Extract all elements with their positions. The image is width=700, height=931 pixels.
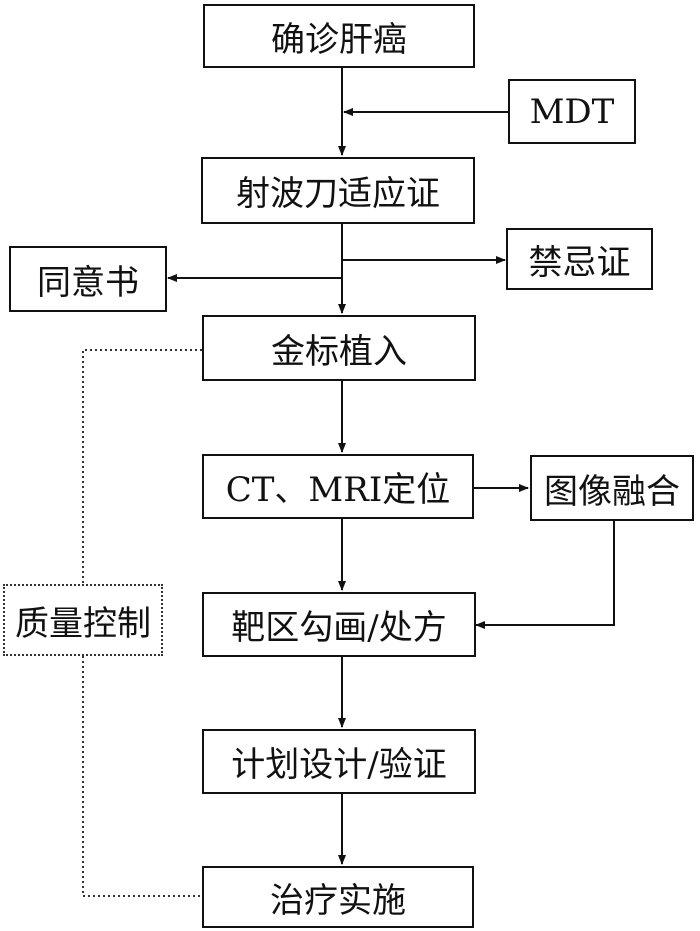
node-planning: 计划设计/验证 — [202, 729, 476, 794]
arrow-fusion-to-contouring — [475, 521, 615, 629]
node-localization: CT、MRI定位 — [202, 454, 474, 519]
node-fiducial: 金标植入 — [202, 315, 476, 381]
node-contouring: 靶区勾画/处方 — [202, 592, 476, 657]
node-fusion: 图像融合 — [530, 455, 694, 521]
dotted-link-qc-treatment — [82, 656, 202, 897]
node-contraindication: 禁忌证 — [506, 228, 653, 290]
node-quality-control: 质量控制 — [3, 584, 163, 656]
node-consent: 同意书 — [9, 246, 167, 312]
node-indication: 射波刀适应证 — [201, 157, 475, 224]
node-treatment: 治疗实施 — [202, 866, 474, 928]
node-diagnose: 确诊肝癌 — [203, 4, 475, 68]
dotted-link-fiducial-qc — [82, 349, 202, 584]
node-mdt: MDT — [508, 79, 636, 144]
